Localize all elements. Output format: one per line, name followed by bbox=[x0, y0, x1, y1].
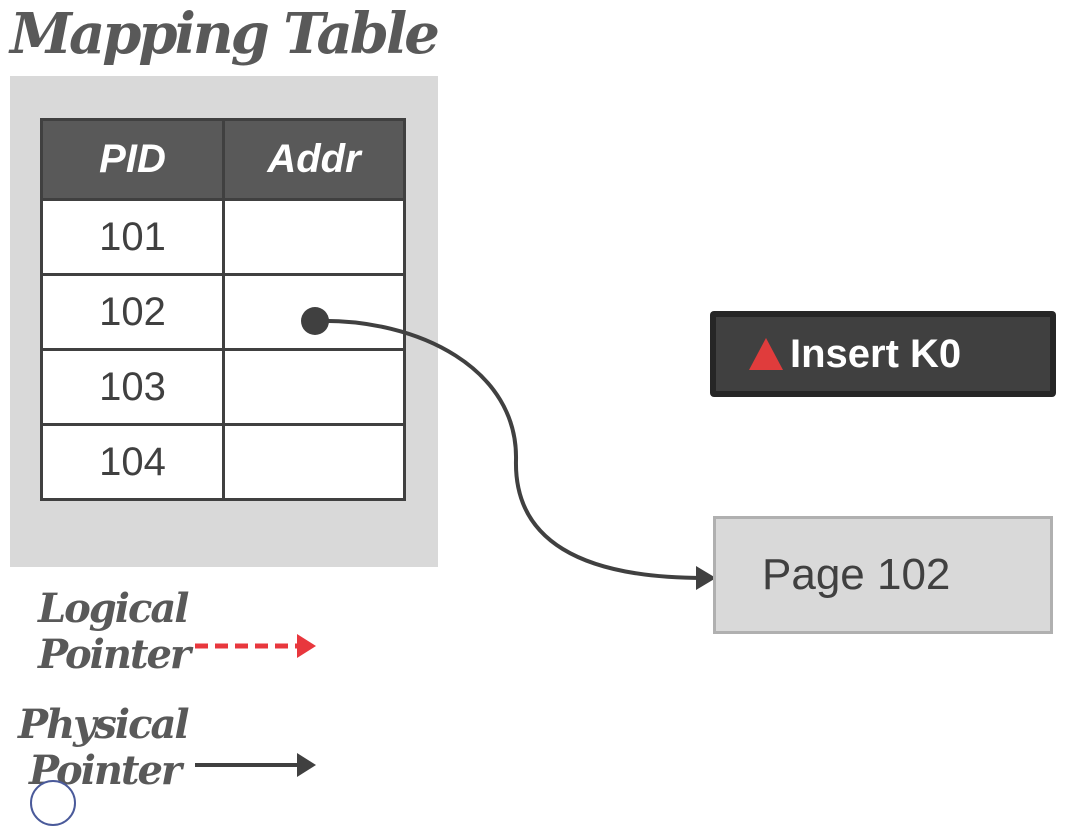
pointer-origin-dot bbox=[301, 307, 329, 335]
pid-cell: 101 bbox=[40, 198, 225, 276]
addr-cell bbox=[222, 348, 406, 426]
physical-legend-line1: Physical bbox=[18, 701, 190, 748]
insert-action-label: Insert K0 bbox=[790, 331, 962, 376]
logical-pointer-arrowhead bbox=[297, 634, 316, 658]
header-addr: Addr bbox=[222, 118, 406, 201]
physical-pointer-arrow bbox=[314, 318, 705, 580]
physical-pointer-arrowhead bbox=[297, 753, 316, 777]
addr-cell bbox=[222, 198, 406, 276]
page-label: Page 102 bbox=[762, 550, 951, 599]
pid-cell: 104 bbox=[40, 423, 225, 501]
diagram-title: Mapping Table bbox=[10, 1, 440, 67]
physical-pointer-legend-label: Physical Pointer bbox=[18, 701, 190, 794]
pointer-overlay bbox=[195, 307, 716, 777]
pid-cell: 102 bbox=[40, 273, 225, 351]
logical-pointer-legend-label: Logical Pointer bbox=[38, 585, 191, 678]
pid-cell: 103 bbox=[40, 348, 225, 426]
table-row: 104 bbox=[40, 423, 406, 501]
insert-action-box: Insert K0 bbox=[710, 311, 1056, 397]
addr-cell bbox=[222, 423, 406, 501]
arrowhead bbox=[696, 566, 716, 590]
table-row: 101 bbox=[40, 198, 406, 276]
logical-legend-line1: Logical bbox=[38, 585, 189, 632]
logical-legend-line2: Pointer bbox=[38, 631, 191, 678]
university-logo-icon bbox=[30, 780, 76, 826]
table-row: 103 bbox=[40, 348, 406, 426]
page-node: Page 102 bbox=[713, 516, 1053, 634]
mapping-table: PID Addr 101 102 103 104 bbox=[40, 118, 406, 501]
warning-triangle-icon bbox=[749, 338, 783, 370]
table-header-row: PID Addr bbox=[40, 118, 406, 201]
header-pid: PID bbox=[40, 118, 225, 201]
